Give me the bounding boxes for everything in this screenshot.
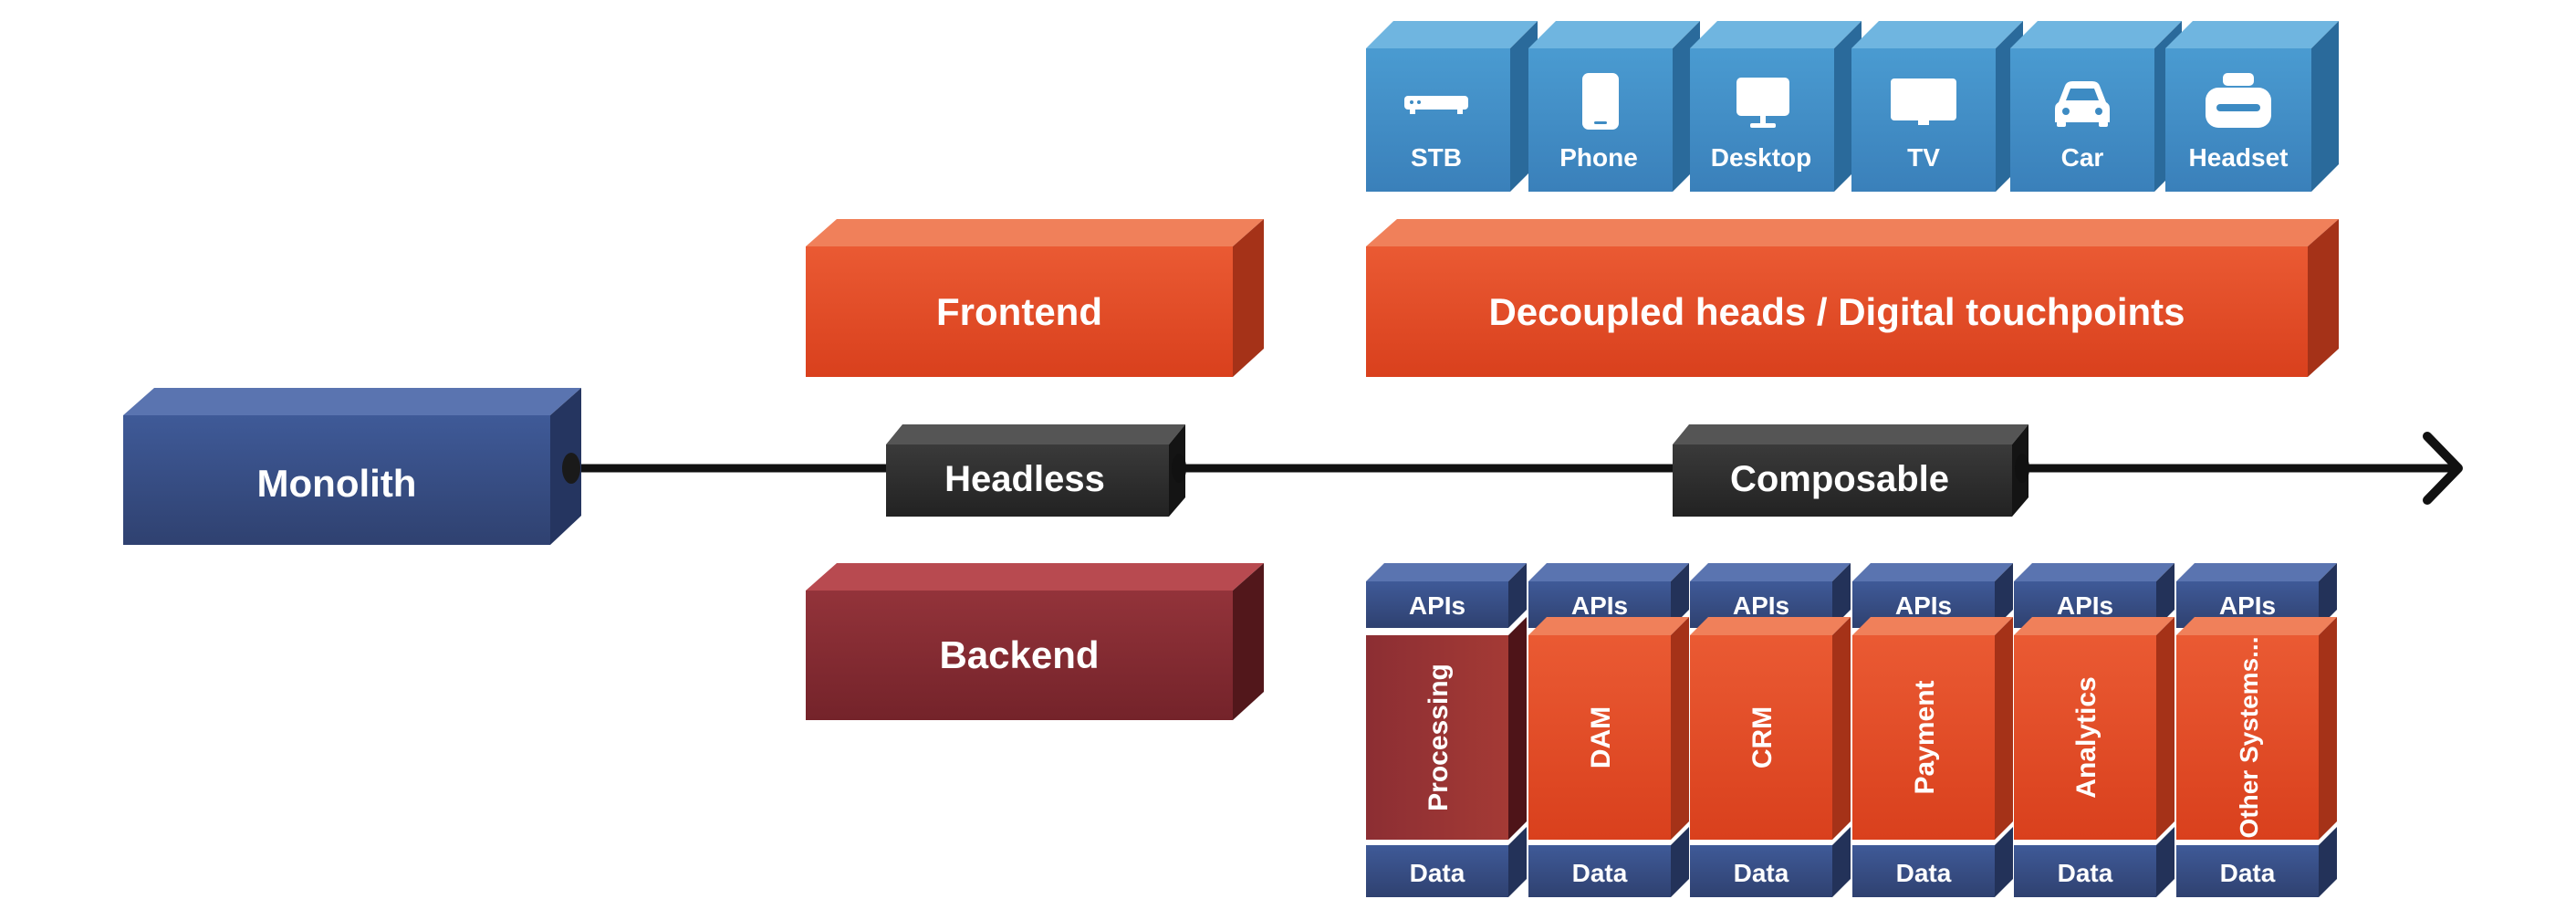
phone-icon — [1582, 73, 1619, 130]
data-label: Data — [1734, 859, 1789, 887]
composable-block: Composable — [1673, 424, 2029, 517]
api-label: APIs — [2219, 591, 2276, 620]
monolith-label: Monolith — [257, 462, 417, 505]
backend-block: Backend — [806, 563, 1264, 720]
device-label: Car — [2061, 143, 2104, 172]
device-headset: Headset — [2165, 21, 2339, 192]
composable-label: Composable — [1730, 459, 1949, 499]
api-label: APIs — [1409, 591, 1465, 620]
frontend-label: Frontend — [936, 290, 1102, 333]
device-stb: STB — [1366, 21, 1538, 192]
service-name: Analytics — [2071, 676, 2101, 798]
headless-label: Headless — [944, 459, 1105, 499]
device-label: Headset — [2189, 143, 2289, 172]
device-label: Desktop — [1711, 143, 1811, 172]
service-column-dam: APIs DAM Data — [1528, 563, 1689, 897]
service-column-crm: APIs CRM Data — [1690, 563, 1851, 897]
service-column-analytics: APIs Analytics Data — [2014, 563, 2174, 897]
service-column-processing: APIs Processing Data — [1366, 563, 1527, 897]
service-name: CRM — [1747, 706, 1778, 768]
headless-block: Headless — [886, 424, 1186, 517]
service-name: Other Systems... — [2235, 637, 2263, 839]
desktop-icon — [1736, 78, 1789, 128]
service-column-other-systems: APIs Other Systems... Data — [2176, 563, 2337, 897]
backend-label: Backend — [939, 633, 1099, 676]
services-stack: APIs Processing Data APIs DAM Data — [1366, 563, 2337, 897]
data-label: Data — [2220, 859, 2276, 887]
device-tv: TV — [1851, 21, 2023, 192]
device-phone: Phone — [1528, 21, 1700, 192]
device-label: STB — [1411, 143, 1462, 172]
device-label: Phone — [1559, 143, 1638, 172]
service-column-payment: APIs Payment Data — [1852, 563, 2013, 897]
decoupled-heads-block: Decoupled heads / Digital touchpoints — [1366, 219, 2339, 377]
car-icon — [2055, 81, 2110, 127]
timeline-arrow — [566, 432, 2463, 505]
api-label: APIs — [1733, 591, 1789, 620]
data-label: Data — [1572, 859, 1628, 887]
api-label: APIs — [2057, 591, 2113, 620]
api-label: APIs — [1571, 591, 1628, 620]
service-name: Payment — [1910, 680, 1940, 794]
set-top-box-icon — [1404, 96, 1468, 114]
tv-icon — [1891, 78, 1956, 125]
frontend-block: Frontend — [806, 219, 1264, 377]
device-desktop: Desktop — [1690, 21, 1862, 192]
service-name: Processing — [1424, 664, 1454, 811]
device-row: STB Phone Desktop — [1366, 21, 2339, 192]
service-name: DAM — [1586, 706, 1616, 768]
monolith-block: Monolith — [123, 388, 581, 545]
data-label: Data — [1410, 859, 1465, 887]
data-label: Data — [1896, 859, 1952, 887]
device-car: Car — [2010, 21, 2182, 192]
decoupled-heads-label: Decoupled heads / Digital touchpoints — [1488, 290, 2185, 333]
headset-icon — [2206, 73, 2271, 128]
data-label: Data — [2058, 859, 2113, 887]
device-label: TV — [1907, 143, 1940, 172]
api-label: APIs — [1895, 591, 1952, 620]
